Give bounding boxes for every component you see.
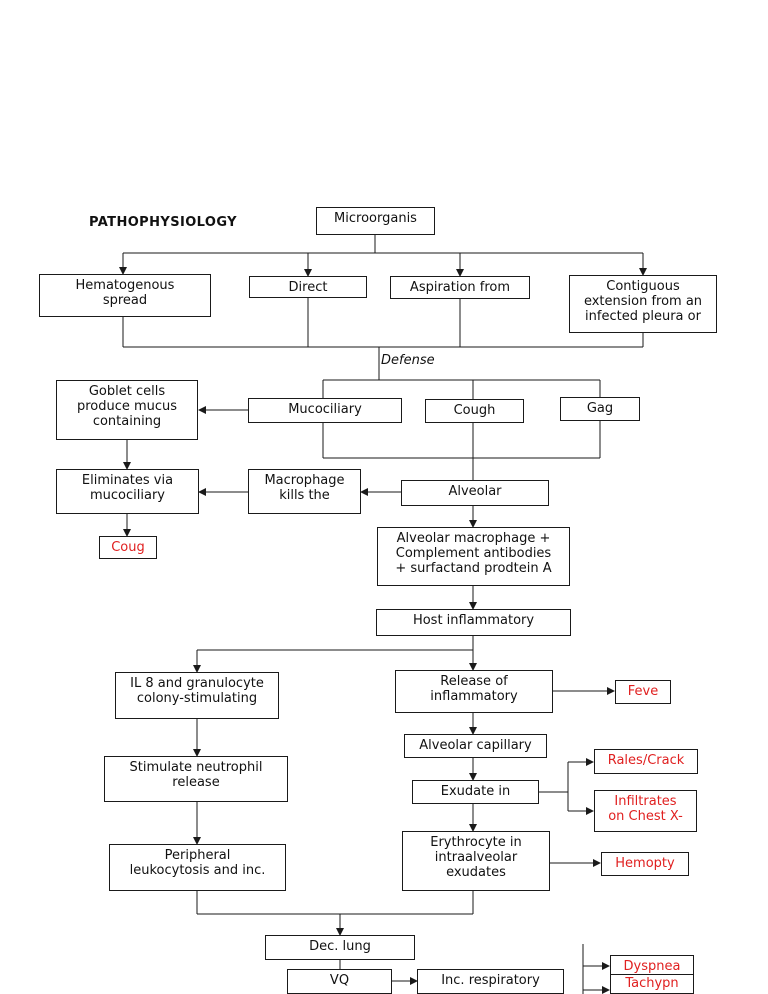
microorganism-box: Microorganis	[316, 207, 435, 235]
release-inflammatory-box: Release of inflammatory	[395, 670, 553, 713]
hematogenous-spread-box: Hematogenous spread	[39, 274, 211, 317]
dyspnea-finding-box: Dyspnea	[610, 955, 694, 977]
peripheral-leukocytosis-box: Peripheral leukocytosis and inc.	[109, 844, 286, 891]
alveolar-box: Alveolar	[401, 480, 549, 506]
tachypnea-finding-box: Tachypn	[610, 974, 694, 994]
infiltrates-finding-box: Infiltrates on Chest X-	[594, 790, 697, 832]
fever-finding-box: Feve	[615, 680, 671, 704]
alveolar-capillary-box: Alveolar capillary	[404, 734, 547, 758]
stimulate-neutrophil-box: Stimulate neutrophil release	[104, 756, 288, 802]
gag-box: Gag	[560, 397, 640, 421]
defense-label: Defense	[381, 353, 435, 368]
inc-respiratory-box: Inc. respiratory	[417, 969, 564, 994]
il8-gcsf-box: IL 8 and granulocyte colony-stimulating	[115, 672, 279, 719]
rales-finding-box: Rales/Crack	[594, 749, 698, 774]
erythrocyte-exudate-box: Erythrocyte in intraalveolar exudates	[402, 831, 550, 891]
host-inflammatory-box: Host inflammatory	[376, 609, 571, 636]
dec-lung-box: Dec. lung	[265, 935, 415, 960]
goblet-cells-box: Goblet cells produce mucus containing	[56, 380, 198, 440]
macrophage-kills-box: Macrophage kills the	[248, 469, 361, 514]
cough-reflex-box: Cough	[425, 399, 524, 423]
exudate-box: Exudate in	[412, 780, 539, 804]
eliminates-box: Eliminates via mucociliary	[56, 469, 199, 514]
alveolar-macrophage-box: Alveolar macrophage + Complement antibod…	[377, 527, 570, 586]
vq-box: VQ	[287, 969, 392, 994]
diagram-title: PATHOPHYSIOLOGY	[89, 215, 237, 230]
cough-finding-box: Coug	[99, 536, 157, 559]
aspiration-box: Aspiration from	[390, 276, 530, 299]
direct-box: Direct	[249, 276, 367, 298]
contiguous-extension-box: Contiguous extension from an infected pl…	[569, 275, 717, 333]
mucociliary-box: Mucociliary	[248, 398, 402, 423]
hemoptysis-finding-box: Hemopty	[601, 852, 689, 876]
